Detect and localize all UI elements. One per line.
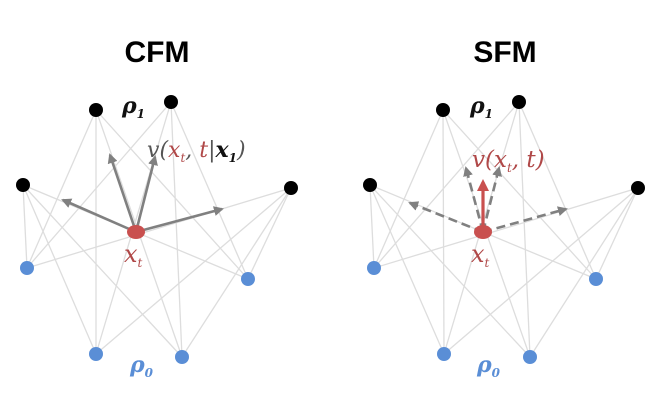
- cfm-source-points: [20, 261, 255, 364]
- cfm-arrow-2: [134, 155, 158, 233]
- cfm-arrow-1: [107, 153, 138, 233]
- sfm-arrow-4: [482, 206, 568, 234]
- sfm-target-point: [512, 95, 526, 109]
- sfm-target-point: [363, 178, 377, 192]
- cfm-target-point: [89, 103, 103, 117]
- sfm-title: SFM: [473, 36, 536, 69]
- sfm-rho1-label: ρ1: [469, 93, 493, 121]
- sfm-conditional-arrows: [408, 166, 568, 234]
- sfm-target-point: [631, 181, 645, 195]
- sfm-target-points: [363, 95, 645, 195]
- cfm-target-points: [16, 95, 298, 195]
- cfm-xt-label: xt: [124, 240, 143, 270]
- sfm-arrow-2: [481, 166, 502, 233]
- cfm-target-point: [284, 181, 298, 195]
- cfm-target-point: [16, 178, 30, 192]
- sfm-source-points: [367, 261, 603, 364]
- sfm-xt-point: [474, 225, 492, 239]
- sfm-edges: [369, 101, 639, 358]
- cfm-rho0-label: ρ0: [129, 352, 154, 380]
- cfm-arrow-4: [135, 206, 224, 234]
- sfm-source-point: [437, 347, 451, 361]
- sfm-source-point: [523, 350, 537, 364]
- cfm-velocity-label: v(xt, t|x1): [147, 137, 246, 165]
- sfm-source-point: [367, 261, 381, 275]
- cfm-xt-point: [127, 225, 145, 239]
- sfm-velocity-label: v(xt, t): [472, 147, 545, 175]
- sfm-rho0-label: ρ0: [476, 352, 501, 380]
- sfm-xt-label: xt: [471, 240, 490, 270]
- cfm-arrow-3: [61, 198, 137, 234]
- cfm-conditional-arrows: [61, 153, 224, 234]
- sfm-target-point: [436, 103, 450, 117]
- cfm-source-point: [89, 347, 103, 361]
- cfm-source-point: [175, 350, 189, 364]
- cfm-title: CFM: [125, 36, 190, 69]
- cfm-edges: [22, 101, 292, 358]
- sfm-panel: SFM: [363, 36, 645, 380]
- cfm-source-point: [20, 261, 34, 275]
- cfm-panel: CFM: [16, 36, 298, 380]
- sfm-source-point: [589, 272, 603, 286]
- cfm-target-point: [164, 95, 178, 109]
- sfm-arrow-1: [463, 166, 485, 233]
- cfm-source-point: [241, 272, 255, 286]
- cfm-rho1-label: ρ1: [121, 93, 145, 121]
